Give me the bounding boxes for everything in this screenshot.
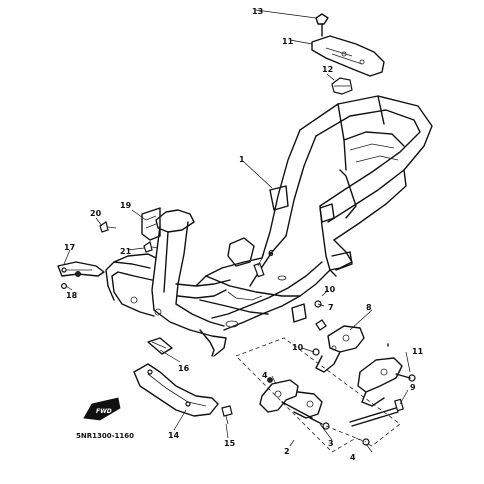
- front-tube-section: [105, 207, 231, 357]
- callout-15: 14: [168, 431, 180, 440]
- drawing-code: 5NR1300-1160: [76, 432, 134, 440]
- side-bracket-18: [57, 261, 105, 277]
- fasteners: [60, 221, 327, 425]
- callout-19: 18: [66, 291, 78, 300]
- callout-11: 10: [324, 285, 336, 294]
- callout-labels: 13 11 12 1 6 10 7 8 10 11 9 4 2 3 4 16 1…: [64, 7, 424, 462]
- callout-9: 10: [292, 343, 304, 352]
- callout-4-lower: 4: [350, 453, 356, 462]
- fwd-arrow-icon: FWD: [83, 397, 121, 421]
- side-plate-15: [133, 337, 219, 417]
- callout-2: 2: [284, 447, 290, 456]
- callout-12: 11: [282, 37, 294, 46]
- callout-7: 8: [366, 303, 372, 312]
- callout-6: 7: [328, 303, 334, 312]
- callout-20: 19: [120, 201, 132, 210]
- callout-14: 13: [252, 7, 263, 16]
- callout-4-upper: 4: [262, 371, 268, 380]
- callout-21-lower: 21: [120, 247, 132, 256]
- callout-5: 6: [268, 249, 274, 258]
- callout-21-upper: 20: [90, 209, 102, 218]
- stand-bracket-7: [312, 325, 416, 427]
- leader-lines: [63, 9, 411, 453]
- callout-8: 9: [410, 383, 416, 392]
- fwd-label: FWD: [96, 408, 112, 415]
- callout-13: 12: [322, 65, 333, 74]
- main-frame: [195, 95, 433, 331]
- callout-16: 15: [224, 439, 236, 448]
- callout-1: 1: [239, 155, 245, 164]
- engine-mount-2: [235, 337, 401, 453]
- callout-17: 16: [178, 364, 190, 373]
- callout-3: 3: [328, 439, 334, 448]
- callout-18: 17: [64, 243, 75, 252]
- top-bracket-12: [311, 13, 385, 95]
- callout-10: 11: [412, 347, 424, 356]
